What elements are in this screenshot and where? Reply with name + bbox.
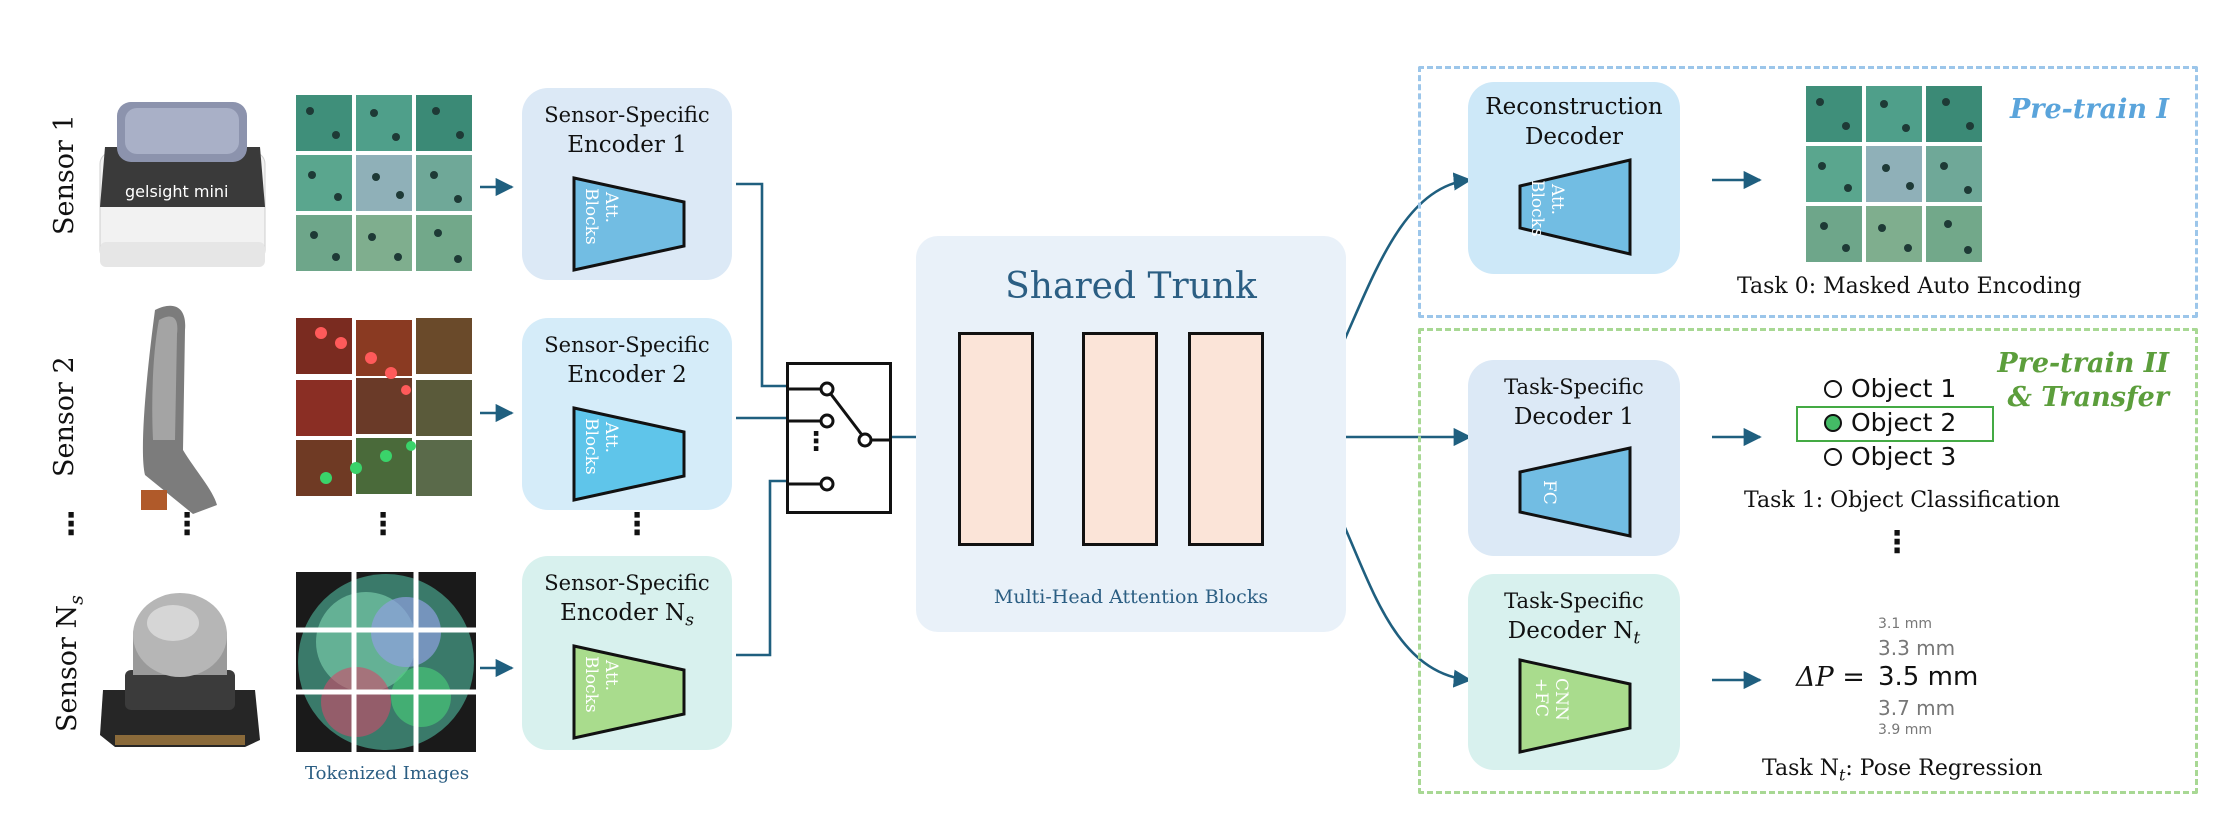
encoder-n-box: Sensor-Specific Encoder Ns Att. Blocks <box>522 556 732 750</box>
selected-object-box <box>1796 406 1994 442</box>
svg-text:Att.: Att. <box>601 191 621 223</box>
tokenized-image-sensor-n <box>296 572 476 752</box>
encoder-2-title: Sensor-Specific Encoder 2 <box>544 333 710 388</box>
attention-block-3 <box>1188 332 1264 546</box>
svg-text:CNN: CNN <box>1551 678 1571 721</box>
pretrain-2-group: Pre-train II & Transfer <box>1418 328 2198 794</box>
svg-text:Blocks: Blocks <box>581 418 601 475</box>
reconstructed-image <box>1806 86 1982 262</box>
encoder-1-box: Sensor-Specific Encoder 1 Att. Blocks <box>522 88 732 280</box>
svg-text:Blocks: Blocks <box>581 656 601 713</box>
sensor-ellipsis: ⋮ <box>56 507 86 542</box>
encoder-2-att-blocks: Att. Blocks <box>572 406 686 502</box>
delta-p-label: ΔP = <box>1796 662 1865 693</box>
sensor-2-finger-image <box>141 305 217 514</box>
gelsight-mini-sensor-image: gelsight mini <box>99 102 266 267</box>
pretrain-2-label: Pre-train II & Transfer <box>1997 348 2169 413</box>
svg-text:Att.: Att. <box>601 421 621 453</box>
regression-value-1: 3.1 mm <box>1878 616 1932 632</box>
svg-text:Att.: Att. <box>601 659 621 691</box>
svg-text:+FC: +FC <box>1531 678 1551 717</box>
sensor-switch: ⋮ <box>786 362 892 514</box>
object-1-row: Object 1 <box>1824 374 1956 403</box>
shared-trunk: Shared Trunk Multi-Head Attention Blocks <box>916 236 1346 632</box>
regression-value-5: 3.9 mm <box>1878 722 1932 738</box>
sensor-n-label: Sensor Ns <box>52 595 88 732</box>
reconstruction-decoder-box: Reconstruction Decoder Att. Blocks <box>1468 82 1680 274</box>
task-decoder-n-cnn-fc: CNN +FC <box>1518 658 1632 754</box>
svg-text:Blocks: Blocks <box>1527 180 1547 237</box>
shared-trunk-subtitle: Multi-Head Attention Blocks <box>993 586 1269 608</box>
svg-text:Att.: Att. <box>1547 183 1567 215</box>
tokenized-image-sensor-2 <box>296 318 472 496</box>
device-ellipsis: ⋮ <box>172 507 202 542</box>
svg-text:FC: FC <box>1539 480 1559 505</box>
task-decoder-1-title: Task-Specific Decoder 1 <box>1504 375 1644 430</box>
regression-value-2: 3.3 mm <box>1878 636 1956 660</box>
encoder-1-att-blocks: Att. Blocks <box>572 176 686 272</box>
regression-value-4: 3.7 mm <box>1878 696 1956 720</box>
object-1-radio-icon <box>1824 379 1842 398</box>
pretrain-1-label: Pre-train I <box>2009 94 2169 125</box>
attention-block-1 <box>958 332 1034 546</box>
encoder-n-title: Sensor-Specific Encoder Ns <box>544 571 710 631</box>
sensor-n-dome-image <box>100 593 260 747</box>
encoders-ellipsis: ⋮ <box>622 507 652 542</box>
reconstruction-decoder-att-blocks: Att. Blocks <box>1518 158 1632 256</box>
task-n-caption: Task Nt: Pose Regression <box>1762 756 2043 785</box>
tokenized-image-sensor-1 <box>296 95 472 271</box>
pretrain-1-group: Pre-train I <box>1418 66 2198 318</box>
task-1-caption: Task 1: Object Classification <box>1744 488 2061 513</box>
regression-value-3: 3.5 mm <box>1878 662 1979 692</box>
task-decoder-1-box: Task-Specific Decoder 1 FC <box>1468 360 1680 556</box>
tasks-ellipsis: ⋮ <box>1882 525 1912 560</box>
sensor-2-label: Sensor 2 <box>49 356 80 477</box>
pose-regression-output: 3.1 mm 3.3 mm ΔP = 3.5 mm 3.7 mm 3.9 mm <box>1796 612 1996 742</box>
encoder-2-box: Sensor-Specific Encoder 2 Att. Blocks <box>522 318 732 510</box>
object-3-radio-icon <box>1824 447 1842 466</box>
object-2-radio-icon <box>1824 413 1842 432</box>
gelsight-logo-text: gelsight mini <box>125 182 229 201</box>
task-decoder-1-fc: FC <box>1518 446 1632 538</box>
reconstruction-decoder-title: Reconstruction Decoder <box>1485 94 1663 150</box>
task-0-caption: Task 0: Masked Auto Encoding <box>1737 274 2082 299</box>
object-2-row: Object 2 <box>1824 408 1956 437</box>
switch-ellipsis: ⋮ <box>803 427 829 457</box>
encoder-n-att-blocks: Att. Blocks <box>572 644 686 740</box>
task-decoder-n-title: Task-Specific Decoder Nt <box>1504 589 1644 649</box>
object-3-row: Object 3 <box>1824 442 1956 471</box>
tokenized-images-caption: Tokenized Images <box>305 763 470 784</box>
object-list: Object 1 Object 2 Object 3 <box>1796 370 1996 480</box>
sensor-1-label: Sensor 1 <box>49 114 80 235</box>
svg-text:Blocks: Blocks <box>581 188 601 245</box>
tokens-ellipsis: ⋮ <box>368 507 398 542</box>
attention-block-2 <box>1082 332 1158 546</box>
line-encoder1-switch <box>736 182 822 388</box>
encoder-1-title: Sensor-Specific Encoder 1 <box>544 103 710 158</box>
shared-trunk-title: Shared Trunk <box>1005 266 1257 307</box>
task-decoder-n-box: Task-Specific Decoder Nt CNN +FC <box>1468 574 1680 770</box>
